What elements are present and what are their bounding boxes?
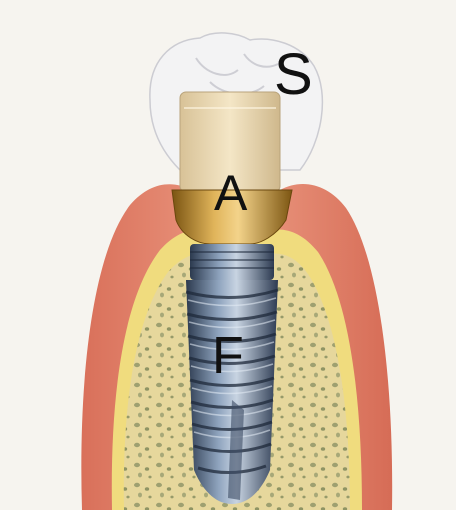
fixture-label: F: [212, 330, 244, 382]
abutment-label: A: [214, 168, 247, 218]
crown-label: S: [274, 46, 313, 104]
implant-neck-shape: [190, 244, 274, 280]
